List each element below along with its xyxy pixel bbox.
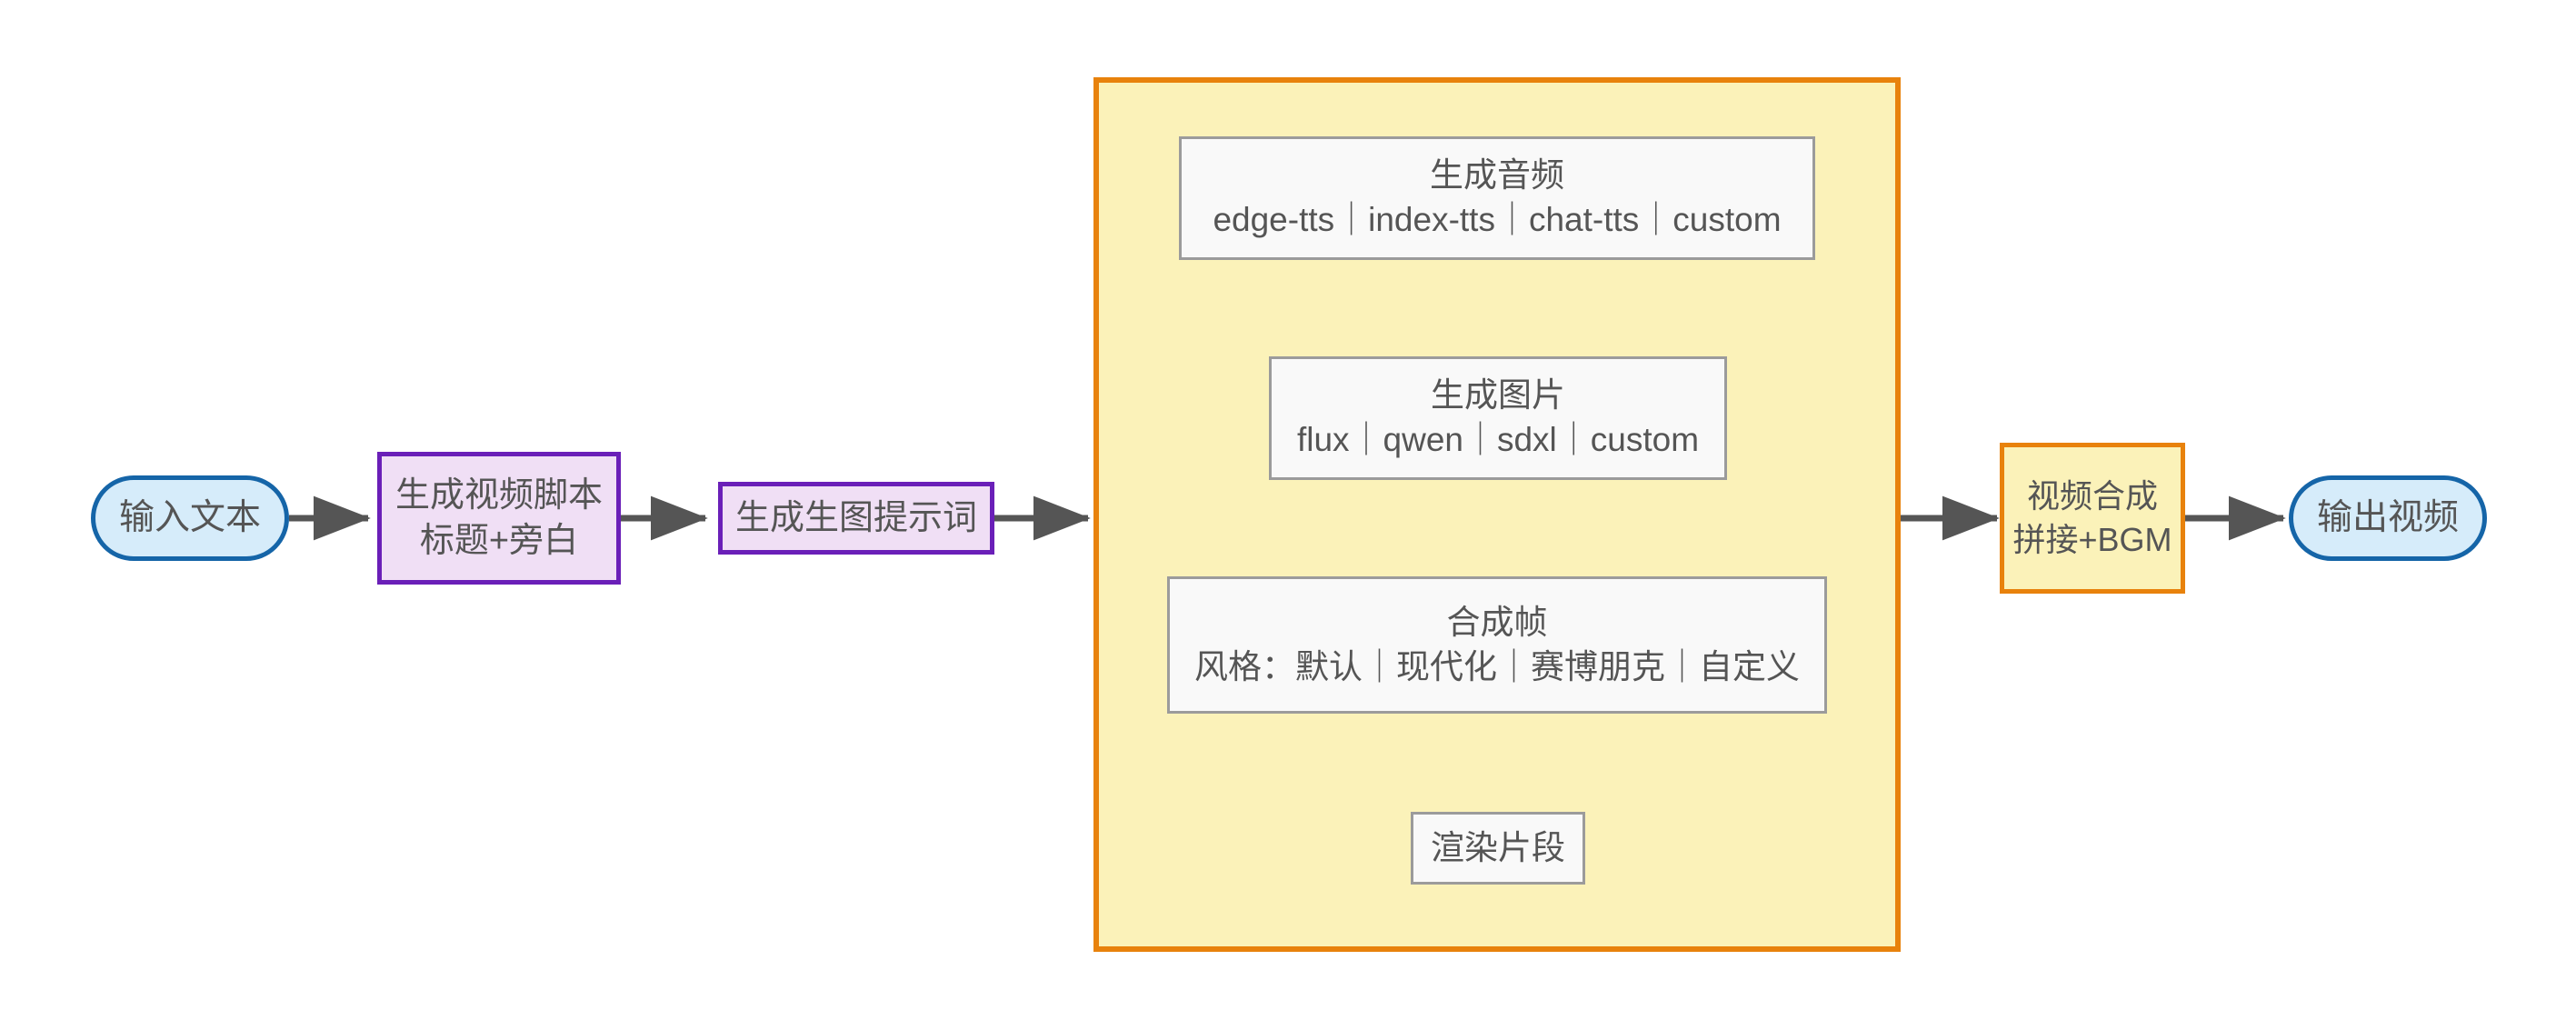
node-generate-audio-line2: edge-tts｜index-tts｜chat-tts｜custom bbox=[1213, 201, 1782, 238]
node-render-clip[interactable]: 渲染片段 bbox=[1411, 812, 1585, 885]
node-generate-image-line1: 生成图片 bbox=[1431, 376, 1565, 415]
node-output-video[interactable]: 输出视频 bbox=[2289, 475, 2487, 561]
node-generate-script-line2: 标题+旁白 bbox=[419, 522, 579, 560]
node-input-text-label: 输入文本 bbox=[118, 498, 261, 538]
node-output-video-label: 输出视频 bbox=[2316, 498, 2459, 538]
node-video-merge-line2: 拼接+BGM bbox=[2012, 521, 2172, 558]
node-video-merge-line1: 视频合成 bbox=[2026, 477, 2158, 515]
node-generate-script-line1: 生成视频脚本 bbox=[394, 475, 603, 515]
node-compose-frame[interactable]: 合成帧 风格：默认｜现代化｜赛博朋克｜自定义 bbox=[1167, 576, 1827, 714]
node-generate-prompt[interactable]: 生成生图提示词 bbox=[718, 482, 994, 555]
node-generate-prompt-label: 生成生图提示词 bbox=[734, 498, 977, 537]
node-generate-image-line2: flux｜qwen｜sdxl｜custom bbox=[1296, 421, 1700, 458]
node-generate-audio[interactable]: 生成音频 edge-tts｜index-tts｜chat-tts｜custom bbox=[1179, 136, 1815, 260]
node-input-text[interactable]: 输入文本 bbox=[91, 475, 289, 561]
node-generate-script[interactable]: 生成视频脚本 标题+旁白 bbox=[377, 452, 621, 585]
node-generate-image[interactable]: 生成图片 flux｜qwen｜sdxl｜custom bbox=[1269, 356, 1727, 480]
node-video-merge[interactable]: 视频合成 拼接+BGM bbox=[2000, 443, 2185, 594]
node-compose-frame-line2: 风格：默认｜现代化｜赛博朋克｜自定义 bbox=[1194, 647, 1800, 685]
node-generate-audio-line1: 生成音频 bbox=[1430, 156, 1564, 195]
node-compose-frame-line1: 合成帧 bbox=[1446, 603, 1548, 641]
node-render-clip-label: 渲染片段 bbox=[1431, 828, 1565, 866]
